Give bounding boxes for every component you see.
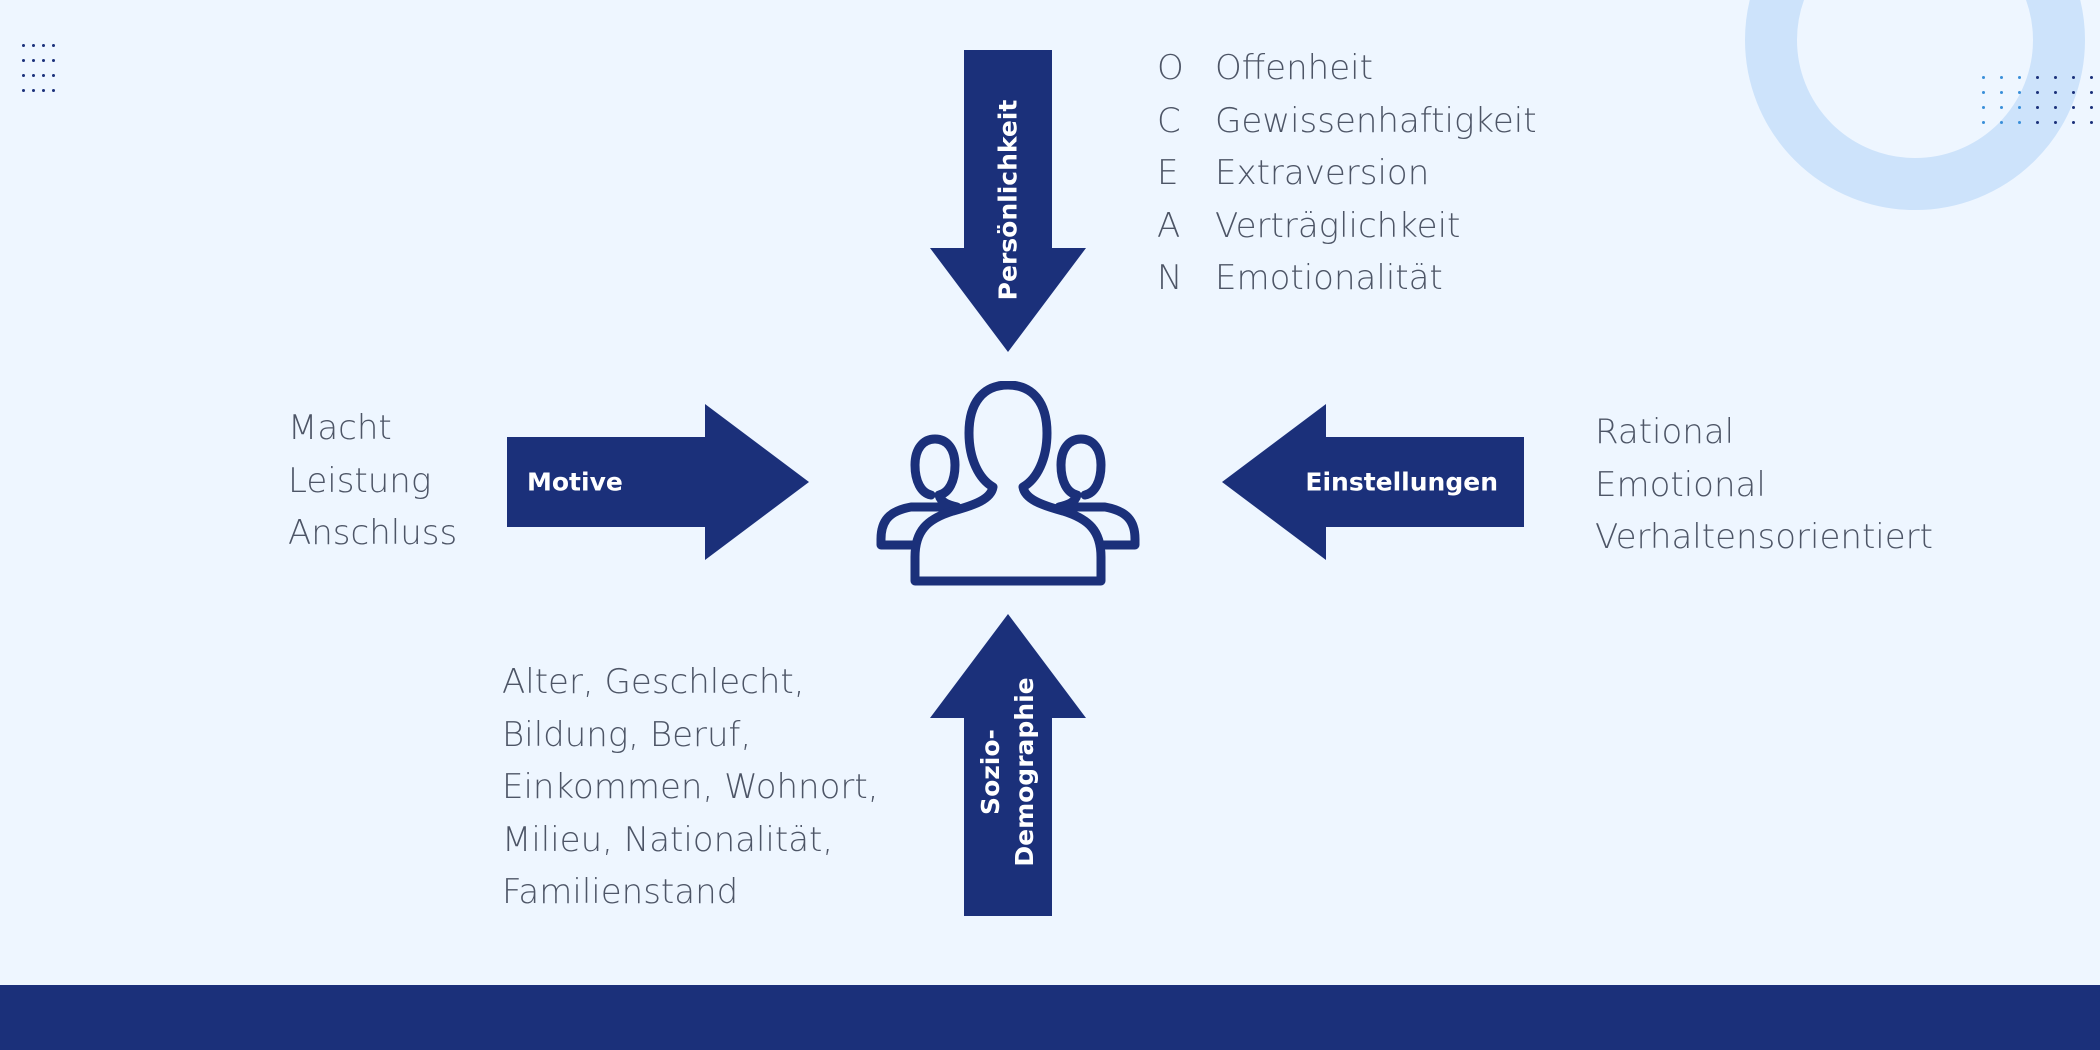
dot-grid-top-right bbox=[1970, 70, 2100, 140]
decorative-dot bbox=[22, 59, 25, 62]
arrow-sociodemographics-label-line2: Demographie bbox=[1010, 677, 1039, 867]
dot-grid-top-left bbox=[0, 0, 80, 110]
arrow-personality-label: Persönlichkeit bbox=[993, 99, 1023, 301]
decorative-dot bbox=[42, 74, 45, 77]
decorative-dot bbox=[52, 44, 55, 47]
decorative-dot bbox=[2000, 121, 2003, 124]
decorative-dot bbox=[2036, 106, 2039, 109]
ocean-item-o: O Offenheit bbox=[1157, 42, 1537, 95]
decorative-dot bbox=[2054, 121, 2057, 124]
decorative-dot bbox=[2054, 91, 2057, 94]
decorative-dot bbox=[52, 89, 55, 92]
decorative-dot bbox=[2018, 76, 2021, 79]
ocean-letter: E bbox=[1157, 153, 1179, 193]
motive-item: Leistung bbox=[288, 460, 432, 501]
decorative-dot bbox=[2090, 121, 2093, 124]
ocean-item-n: N Emotionalität bbox=[1157, 252, 1537, 305]
motives-list: Macht Leistung Anschluss bbox=[288, 402, 457, 560]
decorative-dot bbox=[2036, 121, 2039, 124]
arrow-sociodemographics-label-line1: Sozio- bbox=[976, 729, 1005, 815]
decorative-dot bbox=[2072, 91, 2075, 94]
decorative-dot bbox=[2000, 91, 2003, 94]
decorative-dot bbox=[2090, 91, 2093, 94]
attitude-item: Rational bbox=[1595, 412, 1735, 452]
motive-item: Macht bbox=[288, 408, 392, 448]
decorative-dot bbox=[52, 59, 55, 62]
decorative-dot bbox=[2018, 106, 2021, 109]
ocean-letter: N bbox=[1157, 258, 1183, 298]
decorative-dot bbox=[32, 74, 35, 77]
decorative-dot bbox=[2036, 76, 2039, 79]
decorative-dot bbox=[2072, 121, 2075, 124]
ocean-list: O Offenheit C Gewissenhaftigkeit E Extra… bbox=[1157, 42, 1537, 305]
decorative-dot bbox=[1982, 91, 1985, 94]
demographic-item: Familienstand bbox=[502, 872, 739, 912]
decorative-dot bbox=[2072, 106, 2075, 109]
ocean-word: Emotionalität bbox=[1215, 258, 1443, 298]
attitudes-list: Rational Emotional Verhaltensorientiert bbox=[1595, 406, 1933, 564]
motive-item: Anschluss bbox=[288, 513, 458, 553]
decorative-dot bbox=[2072, 76, 2075, 79]
decorative-dot bbox=[1982, 76, 1985, 79]
ocean-word: Gewissenhaftigkeit bbox=[1215, 100, 1537, 141]
arrow-attitudes: Einstellungen bbox=[1222, 404, 1524, 560]
demographic-item: Bildung, Beruf, bbox=[502, 714, 752, 755]
demographic-item: Einkommen, Wohnort, bbox=[502, 767, 879, 807]
arrow-up-shape bbox=[930, 614, 1086, 916]
demographic-item: Alter, Geschlecht, bbox=[502, 662, 805, 702]
arrow-sociodemographics-label: Sozio- Demographie bbox=[974, 677, 1042, 866]
decorative-dot bbox=[52, 74, 55, 77]
decorative-dot bbox=[32, 89, 35, 92]
decorative-dot bbox=[2000, 106, 2003, 109]
decorative-dot bbox=[32, 59, 35, 62]
demographics-list: Alter, Geschlecht, Bildung, Beruf, Einko… bbox=[502, 656, 879, 919]
attitude-item: Emotional bbox=[1595, 464, 1766, 505]
ocean-letter: C bbox=[1157, 100, 1181, 141]
ocean-word: Extraversion bbox=[1215, 153, 1430, 193]
demographic-item: Milieu, Nationalität, bbox=[502, 819, 834, 860]
arrow-left-shape bbox=[1222, 404, 1524, 560]
decorative-dot bbox=[2036, 91, 2039, 94]
decorative-dot bbox=[22, 89, 25, 92]
ocean-word: Offenheit bbox=[1215, 48, 1373, 88]
arrow-down-shape bbox=[930, 50, 1086, 352]
arrow-motive: Motive bbox=[507, 404, 809, 560]
arrow-motive-label: Motive bbox=[527, 467, 623, 497]
decorative-dot bbox=[32, 44, 35, 47]
ocean-word: Verträglichkeit bbox=[1215, 205, 1461, 246]
decorative-dot bbox=[22, 44, 25, 47]
decorative-dot bbox=[1982, 121, 1985, 124]
arrow-personality: Persönlichkeit bbox=[930, 50, 1086, 352]
ocean-letter: A bbox=[1157, 205, 1181, 246]
ocean-item-a: A Verträglichkeit bbox=[1157, 200, 1537, 253]
decorative-dot bbox=[2054, 106, 2057, 109]
attitude-item: Verhaltensorientiert bbox=[1595, 517, 1933, 557]
decorative-dot bbox=[22, 74, 25, 77]
decorative-dot bbox=[2000, 76, 2003, 79]
arrow-attitudes-label: Einstellungen bbox=[1305, 467, 1498, 497]
decorative-dot bbox=[1982, 106, 1985, 109]
decorative-dot bbox=[42, 89, 45, 92]
decorative-dot bbox=[2054, 76, 2057, 79]
decorative-dot bbox=[42, 44, 45, 47]
people-group-icon bbox=[875, 380, 1141, 587]
ocean-item-e: E Extraversion bbox=[1157, 147, 1537, 200]
decorative-dot bbox=[2090, 76, 2093, 79]
ocean-letter: O bbox=[1157, 48, 1184, 88]
decorative-dot bbox=[2018, 121, 2021, 124]
arrow-sociodemographics: Sozio- Demographie bbox=[930, 614, 1086, 916]
footer-bar bbox=[0, 985, 2100, 1050]
decorative-dot bbox=[2090, 106, 2093, 109]
decorative-dot bbox=[2018, 91, 2021, 94]
ocean-item-c: C Gewissenhaftigkeit bbox=[1157, 95, 1537, 148]
decorative-dot bbox=[42, 59, 45, 62]
arrow-right-shape bbox=[507, 404, 809, 560]
